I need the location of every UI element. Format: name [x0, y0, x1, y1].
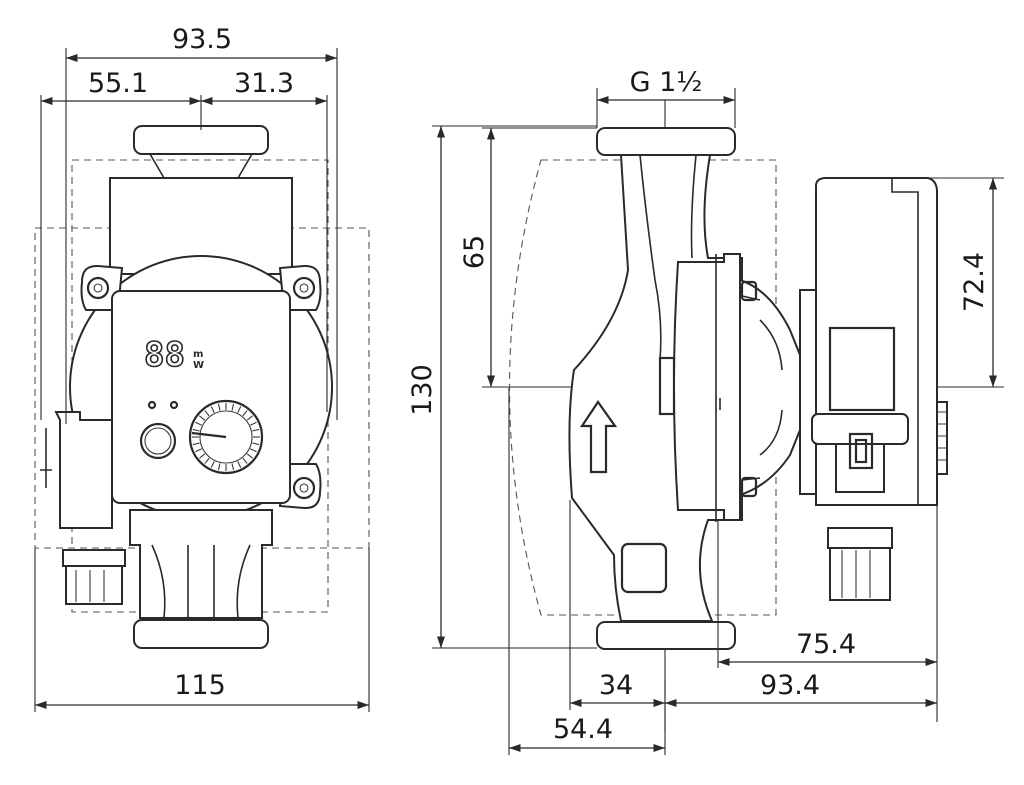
dim-label-side-total-height: 130: [407, 364, 438, 416]
dim-label-front-right-offset: 31.3: [234, 68, 294, 99]
front-top-flange: [133, 125, 269, 155]
knob-tick: [231, 463, 235, 471]
knob-tick: [246, 415, 253, 421]
status-led-right: [169, 400, 179, 410]
dim-label-front-left-offset: 55.1: [88, 68, 148, 99]
control-button: [139, 422, 177, 460]
knob-tick: [231, 403, 235, 411]
dim-label-side-axis-top: 65: [459, 235, 490, 269]
control-knob: [188, 399, 264, 475]
knob-tick: [195, 421, 202, 426]
front-bottom-flange: [133, 619, 269, 649]
knob-tick: [192, 428, 200, 432]
control-panel: [111, 290, 291, 504]
knob-tick: [237, 461, 242, 468]
side-bottom-flange: [596, 621, 736, 650]
dim-label-front-width-top: 93.5: [172, 24, 232, 55]
knob-tick: [252, 442, 260, 446]
side-view: [432, 88, 1004, 755]
dim-label-side-connection: G 1½: [630, 67, 703, 98]
knob-tick: [252, 428, 260, 432]
knob-tick: [195, 448, 202, 453]
knob-tick: [242, 410, 248, 417]
knob-tick: [242, 457, 248, 464]
dim-label-side-axis-end: 93.4: [760, 670, 820, 701]
knob-tick: [246, 453, 253, 459]
side-dimensions: G 1½ 130 65 72.4 75.4 93.4 34 54.4: [407, 67, 998, 753]
dim-label-side-axis-flange: 34: [599, 670, 633, 701]
display-readout: 88: [144, 335, 185, 375]
knob-tick: [204, 457, 210, 464]
knob-tick: [250, 448, 257, 453]
knob-tick: [199, 453, 206, 459]
knob-tick: [217, 463, 221, 471]
front-view: 88 m W: [34, 48, 370, 712]
knob-tick: [199, 415, 206, 421]
knob-tick: [237, 406, 242, 413]
dim-label-front-width-bottom: 115: [174, 670, 226, 701]
display-unit-bottom: W: [193, 360, 204, 371]
dim-label-side-motor-height: 72.4: [959, 252, 990, 312]
knob-tick: [204, 410, 210, 417]
side-top-flange: [596, 127, 736, 156]
knob-tick: [210, 461, 215, 468]
dim-label-side-axis-front: 54.4: [553, 714, 613, 745]
knob-tick: [250, 421, 257, 426]
front-dimensions: 93.5 55.1 31.3 115: [35, 24, 369, 710]
knob-tick: [217, 403, 221, 411]
knob-tick: [192, 442, 200, 446]
dim-label-side-axis-back: 75.4: [796, 629, 856, 660]
flow-direction-arrow: [579, 400, 618, 474]
knob-tick: [210, 406, 215, 413]
status-led-left: [147, 400, 157, 410]
display-unit-top: m: [193, 349, 203, 360]
